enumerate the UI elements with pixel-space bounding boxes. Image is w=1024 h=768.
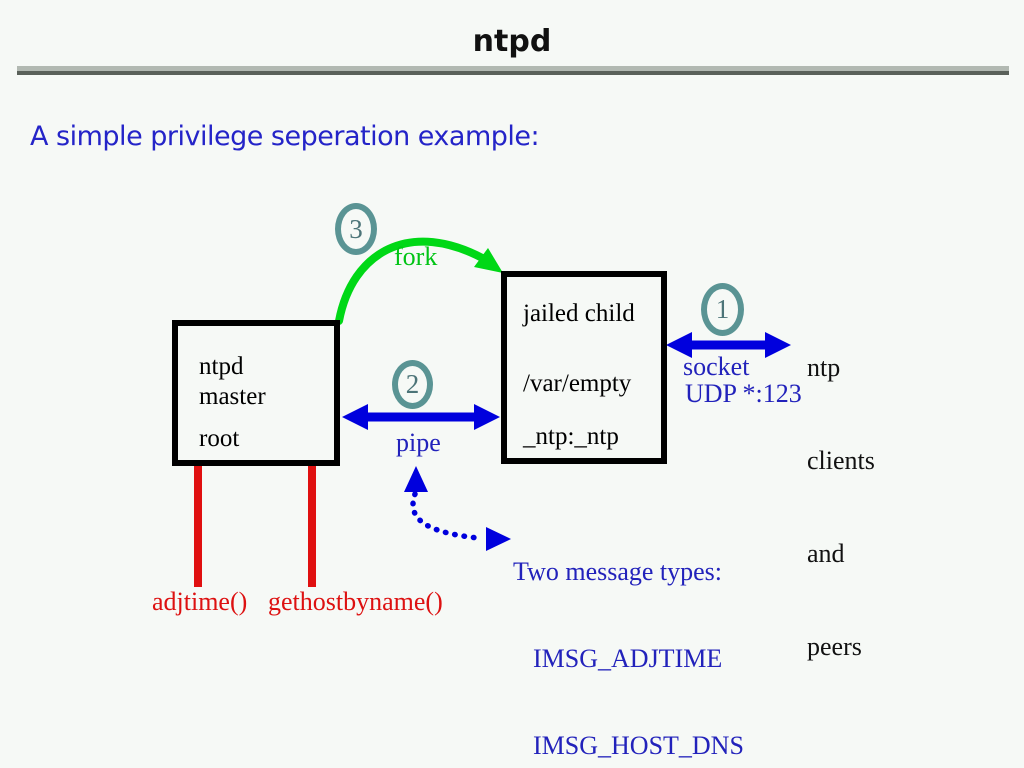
child-chroot: /var/empty bbox=[523, 370, 632, 397]
gethostbyname-syscall-label: gethostbyname() bbox=[268, 587, 443, 616]
child-process-box: jailed child /var/empty _ntp:_ntp bbox=[501, 271, 667, 464]
master-role: master bbox=[199, 383, 266, 410]
message-type-adjtime: IMSG_ADJTIME bbox=[533, 644, 723, 673]
step-badge-fork: 3 bbox=[335, 203, 377, 255]
slide-subtitle: A simple privilege seperation example: bbox=[30, 121, 540, 152]
socket-label: socket bbox=[683, 352, 750, 381]
clients-line: ntp bbox=[807, 353, 841, 382]
message-types-block: Two message types: IMSG_ADJTIME IMSG_HOS… bbox=[513, 499, 744, 768]
clients-line: clients bbox=[807, 446, 875, 475]
ntp-clients-label: ntp clients and peers bbox=[807, 290, 875, 724]
clients-line: and bbox=[807, 539, 845, 568]
master-user: root bbox=[199, 425, 240, 452]
step-number: 1 bbox=[715, 294, 730, 324]
child-user: _ntp:_ntp bbox=[523, 423, 619, 450]
fork-label: fork bbox=[394, 242, 438, 271]
step-badge-socket: 1 bbox=[701, 283, 744, 336]
pipe-arrow bbox=[342, 404, 500, 430]
step-badge-pipe: 2 bbox=[392, 360, 433, 409]
socket-arrow bbox=[666, 332, 791, 358]
divider-bottom-line bbox=[17, 71, 1009, 75]
message-types-title: Two message types: bbox=[513, 557, 723, 586]
step-number: 3 bbox=[349, 213, 363, 244]
page-title: ntpd bbox=[472, 24, 552, 59]
child-name: jailed child bbox=[523, 300, 635, 327]
divider-top-line bbox=[17, 66, 1009, 71]
message-type-hostdns: IMSG_HOST_DNS bbox=[533, 731, 744, 760]
master-name: ntpd bbox=[199, 353, 244, 380]
pipe-label: pipe bbox=[396, 428, 441, 457]
fork-arrow bbox=[335, 237, 503, 325]
master-process-box: ntpd master root bbox=[172, 320, 340, 466]
message-flow-arrow bbox=[404, 466, 511, 551]
udp-port-label: UDP *:123 bbox=[685, 379, 802, 408]
step-number: 2 bbox=[405, 369, 420, 399]
clients-line: peers bbox=[807, 632, 862, 661]
adjtime-syscall-label: adjtime() bbox=[152, 587, 248, 616]
title-divider bbox=[17, 66, 1009, 75]
